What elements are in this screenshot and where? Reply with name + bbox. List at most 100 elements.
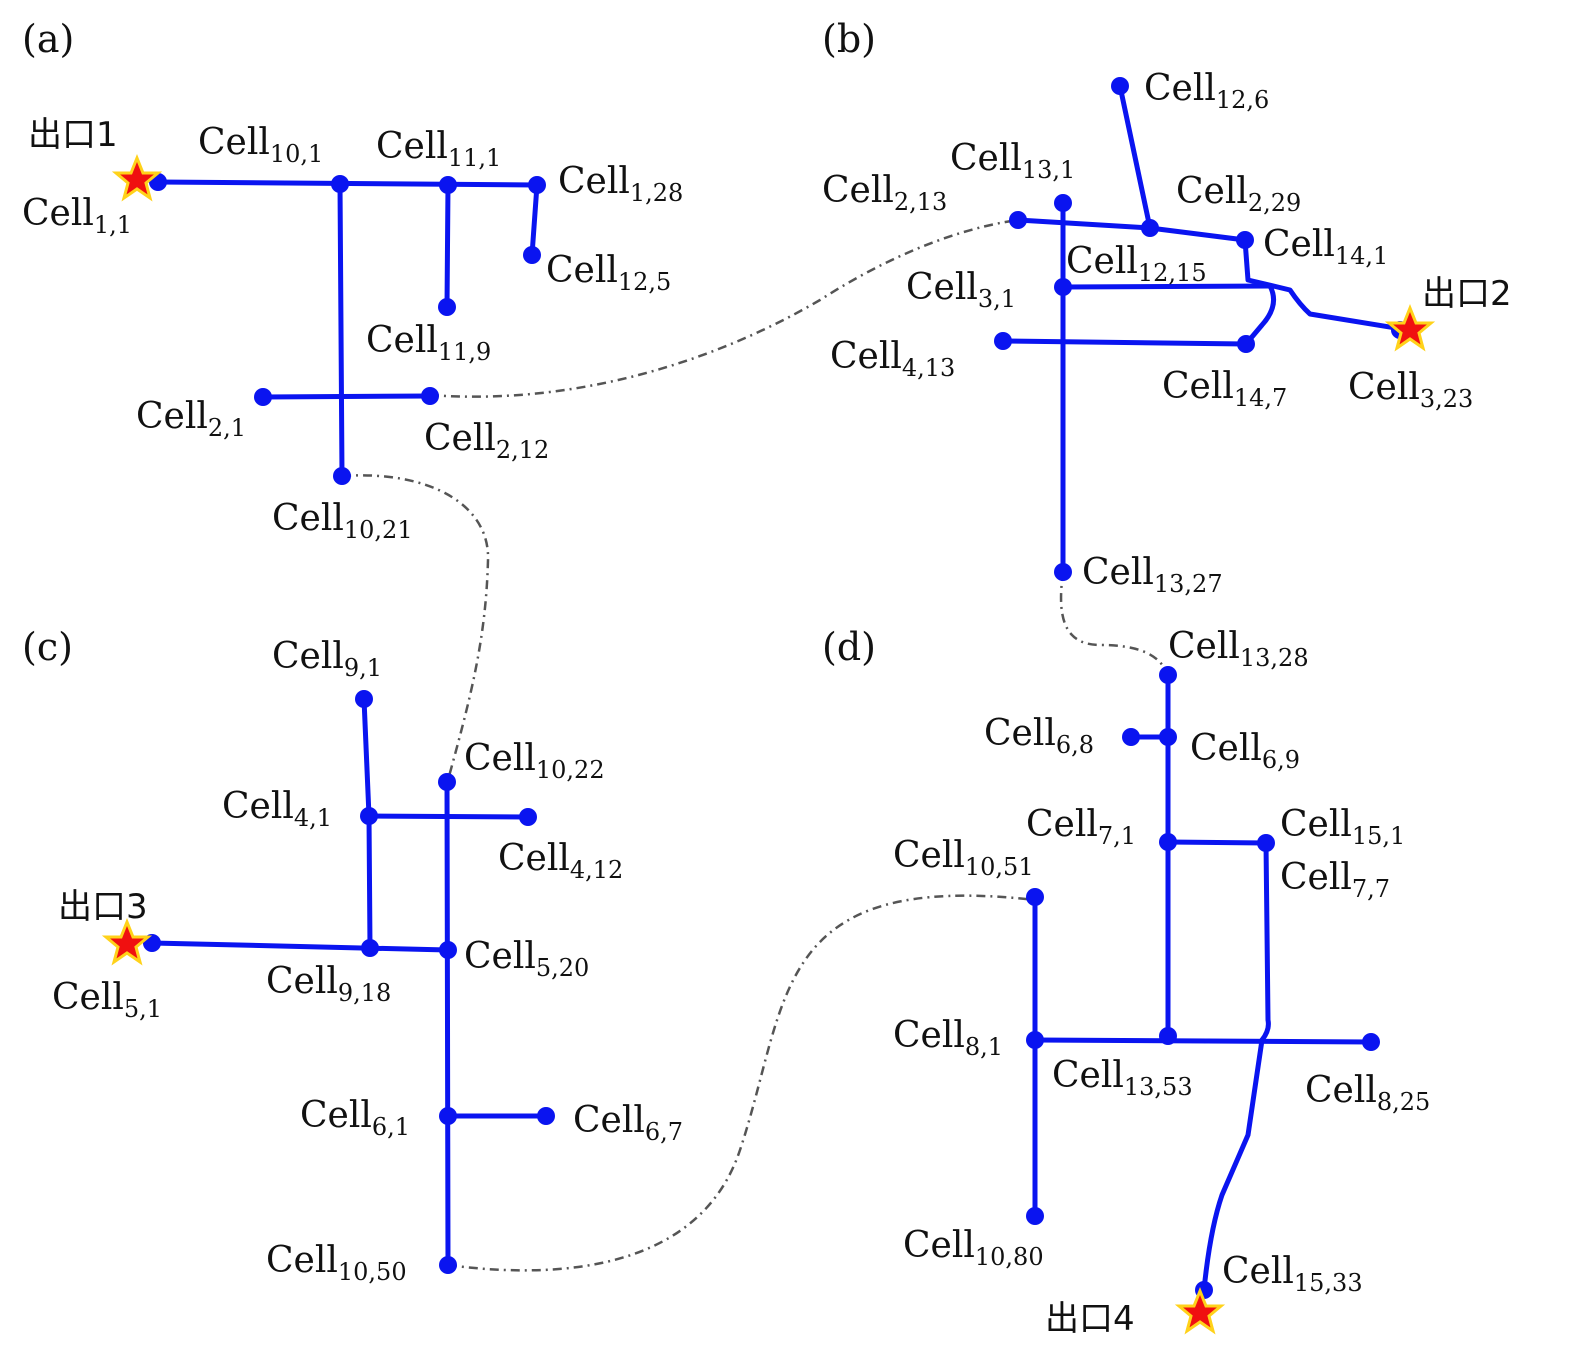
node-cell-10-22 (438, 773, 456, 791)
cell-label-1-1: Cell1,1 (22, 193, 132, 239)
exit-label-3: 出口3 (58, 887, 148, 927)
cell-label-base: Cell (573, 1100, 645, 1141)
cell-label-10-21: Cell10,21 (272, 498, 413, 544)
panel-label-d: (d) (822, 625, 876, 669)
node-cell-10-1 (331, 175, 349, 193)
cell-label-subscript: 10,51 (965, 853, 1034, 881)
node-cell-14-1 (1236, 231, 1254, 249)
cell-label-subscript: 7,7 (1352, 875, 1390, 903)
edge-a-2-1-to-2-12 (260, 393, 433, 400)
cell-label-base: Cell (1305, 1070, 1377, 1111)
cell-label-base: Cell (1222, 1251, 1294, 1292)
cell-label-base: Cell (830, 336, 902, 377)
edge-b-4-13-to-14-7 (1000, 338, 1249, 347)
cell-label-subscript: 4,1 (294, 804, 332, 832)
path-network (149, 83, 1411, 1293)
cell-label-subscript: 5,20 (536, 954, 589, 982)
cell-label-base: Cell (222, 786, 294, 827)
node-cell-7-1 (1159, 833, 1177, 851)
node-cell-4-1 (360, 807, 378, 825)
cell-label-base: Cell (1348, 367, 1420, 408)
node-cell-9-1 (355, 690, 373, 708)
cell-label-subscript: 14,7 (1234, 384, 1287, 412)
node-cell-10-21 (333, 467, 351, 485)
cell-label-14-1: Cell14,1 (1263, 224, 1388, 270)
panel-labels: (a) (b) (c) (d) (22, 17, 876, 669)
connector-c-to-d (447, 894, 1036, 1272)
cell-label-base: Cell (1162, 366, 1234, 407)
node-cell-10-80 (1026, 1207, 1044, 1225)
node-cell-13-28 (1159, 666, 1177, 684)
cell-label-subscript: 13,28 (1240, 644, 1309, 672)
cell-label-base: Cell (272, 636, 344, 677)
cell-label-subscript: 2,12 (496, 436, 549, 464)
cell-label-base: Cell (464, 936, 536, 977)
exit-label-2: 出口2 (1422, 274, 1512, 314)
cell-label-subscript: 10,80 (975, 1243, 1044, 1271)
cell-label-base: Cell (1082, 552, 1154, 593)
cell-label-10-1: Cell10,1 (198, 122, 323, 168)
cell-label-3-1: Cell3,1 (906, 267, 1016, 313)
cell-label-subscript: 7,1 (1098, 822, 1136, 850)
edge-c-5-1-to-5-20 (149, 940, 451, 953)
cell-label-2-13: Cell2,13 (822, 170, 947, 216)
cell-label-subscript: 6,8 (1056, 731, 1094, 759)
node-cell-6-7 (537, 1107, 555, 1125)
cell-label-subscript: 8,25 (1377, 1088, 1430, 1116)
cell-label-12-6: Cell12,6 (1144, 68, 1269, 114)
cell-label-base: Cell (1263, 224, 1335, 265)
cell-label-15-33: Cell15,33 (1222, 1251, 1363, 1297)
exit-label-1: 出口1 (28, 115, 118, 155)
cell-label-7-1: Cell7,1 (1026, 804, 1136, 850)
panel-connectors (341, 218, 1170, 1272)
cell-label-base: Cell (546, 250, 618, 291)
cell-label-subscript: 10,1 (270, 140, 323, 168)
edge-b-to-exit2 (1242, 237, 1411, 333)
cell-label-subscript: 5,1 (124, 995, 162, 1023)
cell-label-base: Cell (136, 396, 208, 437)
cell-label-base: Cell (272, 498, 344, 539)
cell-label-subscript: 13,53 (1124, 1073, 1193, 1101)
cell-label-base: Cell (266, 1240, 338, 1281)
cell-label-4-13: Cell4,13 (830, 336, 955, 382)
cell-label-base: Cell (52, 977, 124, 1018)
cell-label-9-1: Cell9,1 (272, 636, 382, 682)
cell-label-12-15: Cell12,15 (1066, 241, 1207, 287)
cell-label-base: Cell (1052, 1055, 1124, 1096)
cell-label-14-7: Cell14,7 (1162, 366, 1287, 412)
cell-label-subscript: 6,9 (1262, 746, 1300, 774)
node-cell-1-28 (528, 176, 546, 194)
panel-label-b: (b) (822, 17, 876, 61)
cell-label-8-25: Cell8,25 (1305, 1070, 1430, 1116)
cell-label-base: Cell (1144, 68, 1216, 109)
edge-b-top (1015, 217, 1248, 243)
exit-2-star-icon (1384, 303, 1436, 352)
cell-label-13-28: Cell13,28 (1168, 626, 1309, 672)
edge-d-7-1-to-15-1 (1165, 839, 1269, 846)
cell-label-base: Cell (893, 835, 965, 876)
node-cell-5-20 (439, 941, 457, 959)
node-cell-6-1 (439, 1107, 457, 1125)
cell-label-5-20: Cell5,20 (464, 936, 589, 982)
cell-label-base: Cell (1168, 626, 1240, 667)
exit-labels: 出口1 出口2 出口3 出口4 (28, 115, 1512, 1339)
edge-d-to-exit4 (1201, 1037, 1265, 1293)
cell-label-subscript: 4,12 (570, 856, 623, 884)
node-cell-10-50 (439, 1256, 457, 1274)
cell-label-subscript: 13,27 (1154, 570, 1223, 598)
node-cell-2-13 (1009, 211, 1027, 229)
cell-label-subscript: 12,6 (1216, 86, 1269, 114)
cell-label-subscript: 2,13 (894, 188, 947, 216)
cell-label-11-1: Cell11,1 (376, 126, 501, 172)
cell-label-2-12: Cell2,12 (424, 418, 549, 464)
cell-label-13-27: Cell13,27 (1082, 552, 1223, 598)
cell-label-1-28: Cell1,28 (558, 161, 683, 207)
cell-label-subscript: 13,1 (1022, 156, 1075, 184)
cell-label-subscript: 10,22 (536, 756, 605, 784)
cell-label-base: Cell (198, 122, 270, 163)
cell-label-10-50: Cell10,50 (266, 1240, 407, 1286)
cell-label-base: Cell (1026, 804, 1098, 845)
